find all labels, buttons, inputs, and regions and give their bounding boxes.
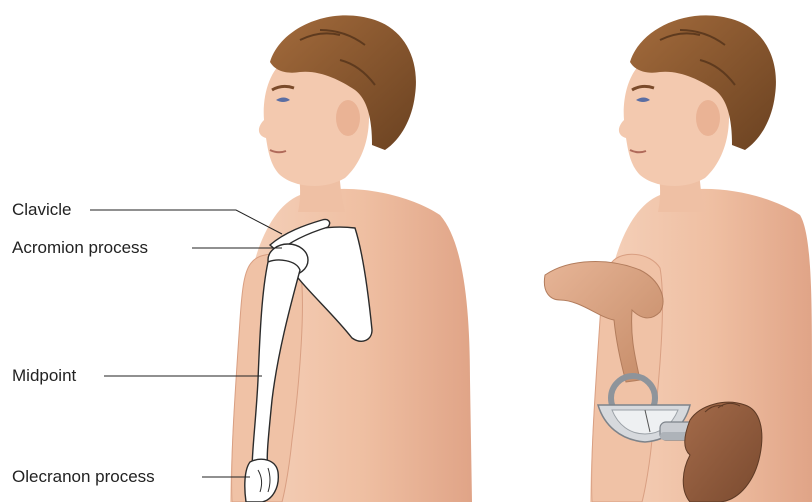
anatomy-figure bbox=[230, 15, 472, 502]
label-clavicle: Clavicle bbox=[12, 200, 72, 220]
clavicle-leader bbox=[90, 210, 282, 234]
ear bbox=[336, 100, 360, 136]
label-acromion-process: Acromion process bbox=[12, 238, 148, 258]
label-midpoint: Midpoint bbox=[12, 366, 76, 386]
label-olecranon-process: Olecranon process bbox=[12, 467, 155, 487]
measurement-figure bbox=[544, 15, 812, 502]
ear-2 bbox=[696, 100, 720, 136]
